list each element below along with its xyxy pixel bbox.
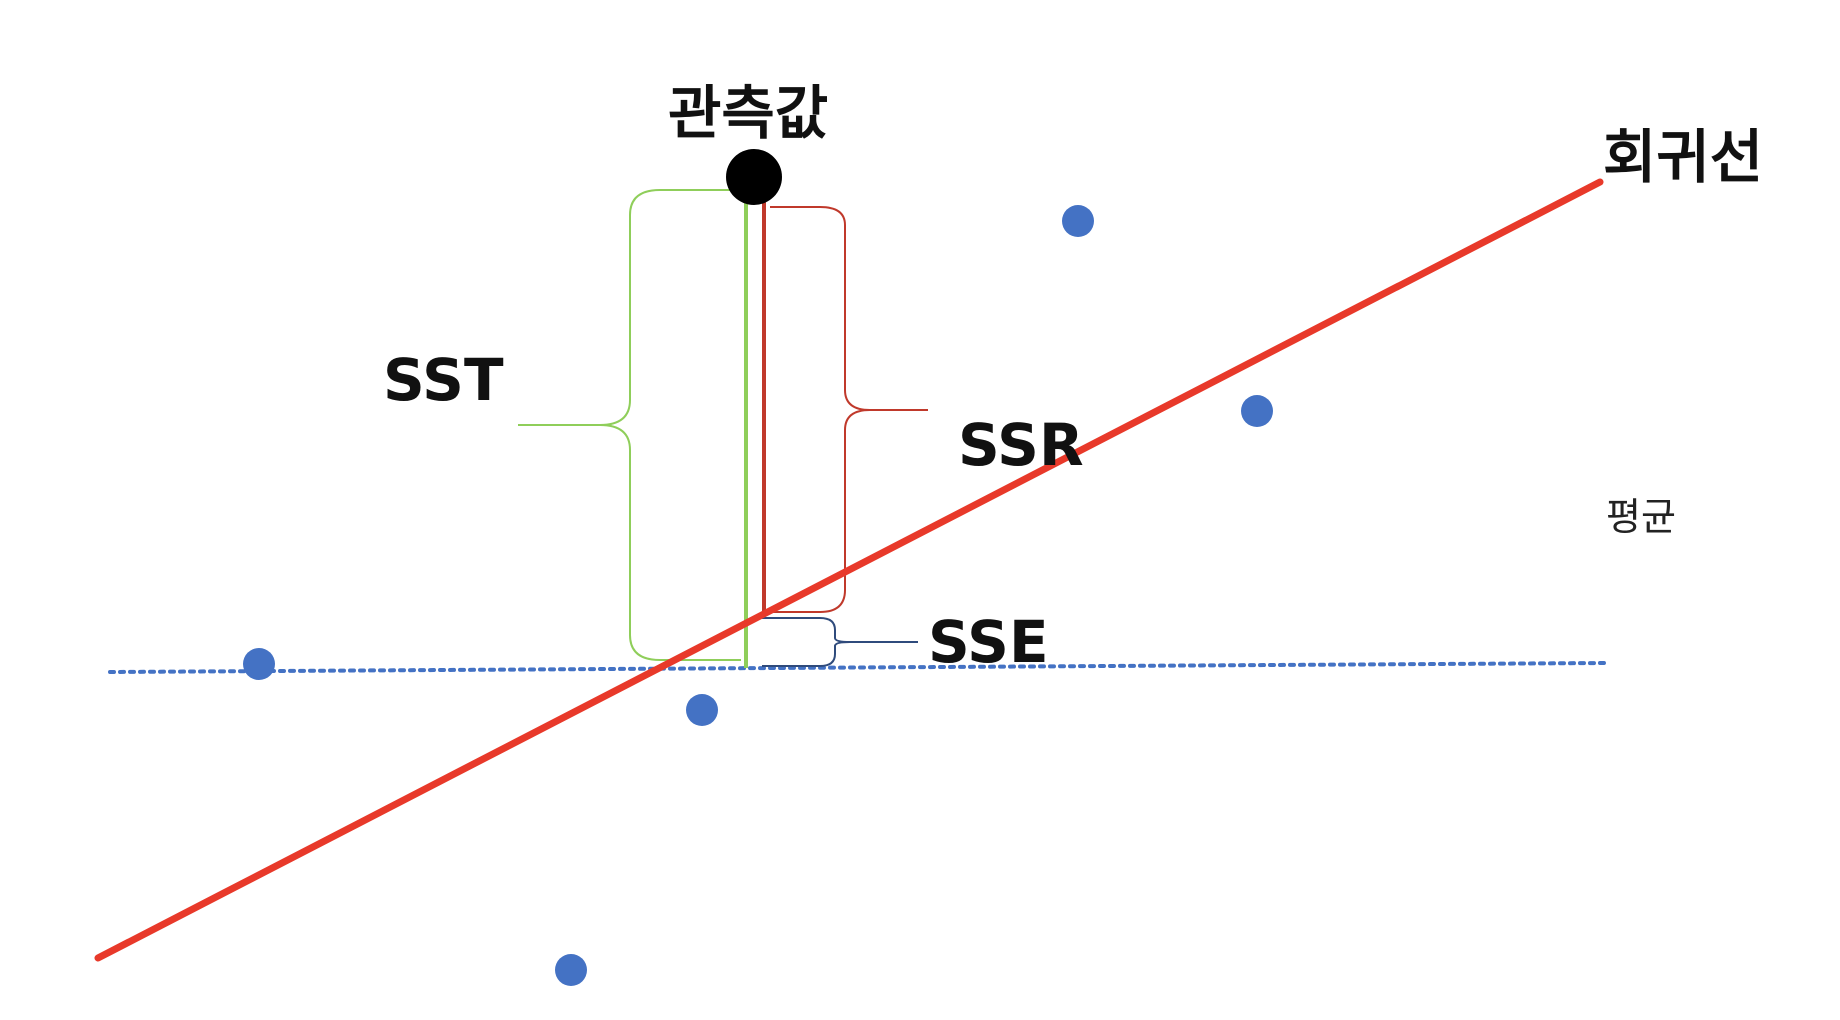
sse-brace — [762, 617, 918, 667]
regression-line-label: 회귀선 — [1603, 123, 1763, 191]
data-point — [1241, 395, 1273, 427]
sst-label: SST — [383, 346, 504, 414]
data-point — [686, 694, 718, 726]
ssr-brace — [770, 206, 928, 613]
observed-point — [726, 149, 782, 205]
mean-line — [108, 661, 1607, 674]
data-point — [555, 954, 587, 986]
sst-brace — [518, 189, 741, 661]
mean-label: 평균 — [1606, 495, 1676, 539]
observed-label: 관측값 — [668, 79, 828, 147]
data-point — [1062, 205, 1094, 237]
sse-label: SSE — [928, 608, 1049, 676]
regression-line — [94, 178, 1604, 962]
data-point — [243, 648, 275, 680]
ssr-label: SSR — [958, 411, 1084, 479]
